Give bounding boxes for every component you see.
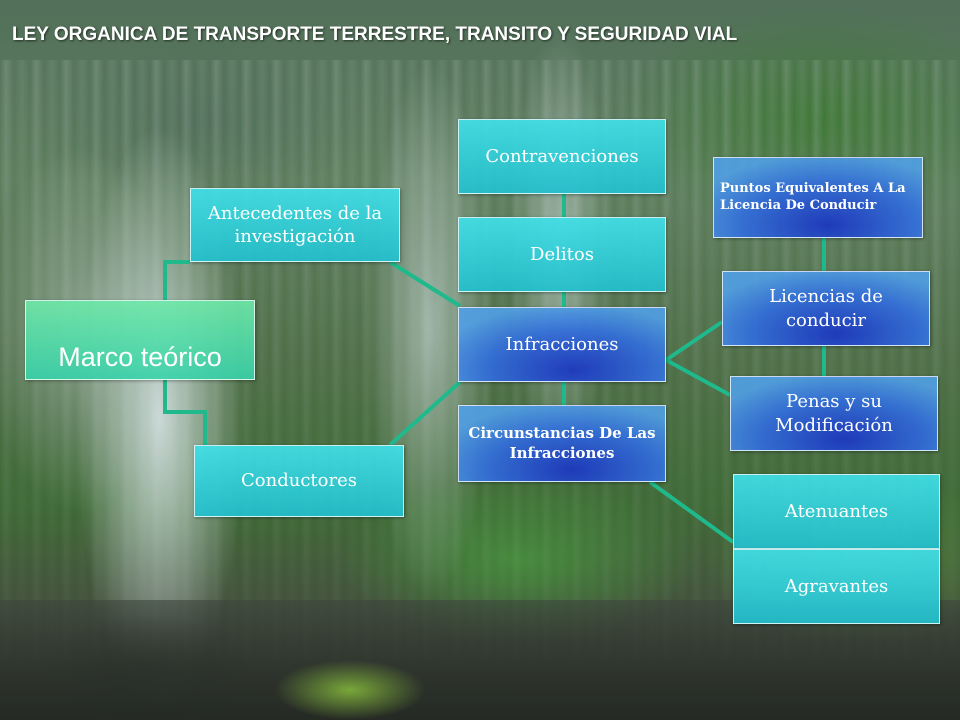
- connector-marco-antecedentes: [163, 260, 190, 300]
- node-infracciones: Infracciones: [458, 307, 666, 382]
- connector-infracciones-penas: [665, 358, 731, 397]
- node-penas: Penas y su Modificación: [730, 376, 938, 451]
- connector-marco-conductores: [163, 380, 207, 445]
- node-agravantes: Agravantes: [733, 549, 940, 624]
- connector-antecedentes-infracciones: [388, 260, 462, 308]
- connector-infracciones-licencias: [664, 320, 724, 362]
- connector-conductores-infracciones: [388, 380, 462, 447]
- node-puntos: Puntos Equivalentes A La Licencia De Con…: [713, 157, 923, 238]
- moss-rock: [250, 640, 450, 720]
- node-conductores: Conductores: [194, 445, 404, 517]
- slide-title: LEY ORGANICA DE TRANSPORTE TERRESTRE, TR…: [12, 24, 738, 45]
- node-atenuantes: Atenuantes: [733, 474, 940, 549]
- connector-circunstancias-atenuantes: [648, 480, 735, 544]
- node-antecedentes: Antecedentes de la investigación: [190, 188, 400, 262]
- node-contravenciones: Contravenciones: [458, 119, 666, 194]
- node-delitos: Delitos: [458, 217, 666, 292]
- node-circunstancias: Circunstancias De Las Infracciones: [458, 405, 666, 482]
- node-marco-teorico: Marco teórico: [25, 300, 255, 380]
- node-licencias: Licencias de conducir: [722, 271, 930, 346]
